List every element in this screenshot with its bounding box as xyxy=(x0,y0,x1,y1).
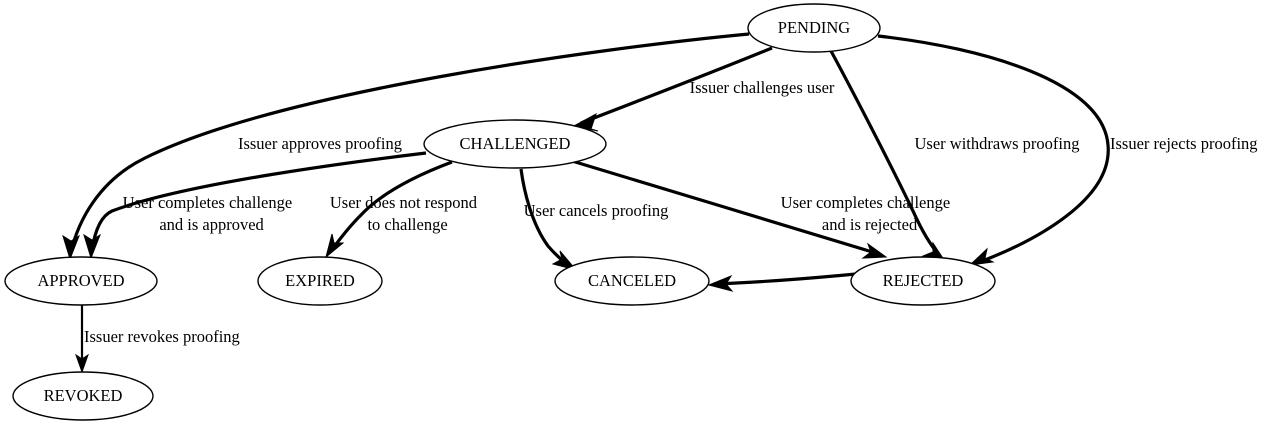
edge-challenged-to-expired[interactable] xyxy=(325,160,453,259)
node-label: CANCELED xyxy=(588,271,676,290)
node-ellipse xyxy=(554,256,710,306)
edge-label-issuer-rejects-proofing: Issuer rejects proofing xyxy=(1110,134,1258,153)
arrow-head-icon xyxy=(861,242,888,259)
edge-challenged-to-canceled[interactable] xyxy=(519,168,578,271)
node-rejected[interactable]: REJECTED xyxy=(850,256,996,306)
node-revoked[interactable]: REVOKED xyxy=(12,371,154,421)
edge-label-line: User completes challenge xyxy=(781,193,951,212)
node-label: PENDING xyxy=(778,18,850,37)
arrow-head-icon xyxy=(83,233,102,260)
edge-path xyxy=(580,46,773,125)
arrow-head-icon xyxy=(968,247,995,266)
edge-challenged-to-rejected[interactable] xyxy=(571,159,888,259)
edge-label-line: and is rejected xyxy=(822,215,918,234)
edge-label-line: to challenge xyxy=(367,215,447,234)
edge-pending-to-rejected[interactable] xyxy=(877,34,1110,266)
edge-label-line: User completes challenge xyxy=(123,193,293,212)
edge-label-user-withdraws-proofing: User withdraws proofing xyxy=(915,134,1080,153)
node-ellipse xyxy=(257,256,383,306)
edge-path xyxy=(571,159,880,256)
node-label: CHALLENGED xyxy=(460,134,571,153)
arrow-head-icon xyxy=(62,234,81,261)
node-ellipse xyxy=(850,256,996,306)
node-layer: PENDING CHALLENGED APPROVED EXPIRED CANC… xyxy=(4,3,996,421)
node-ellipse xyxy=(747,3,881,53)
node-label: EXPIRED xyxy=(285,271,355,290)
edge-path xyxy=(69,32,750,253)
edge-label-user-completes-challenge-approved: User completes challenge and is approved xyxy=(123,193,330,234)
edge-path xyxy=(829,50,943,259)
node-approved[interactable]: APPROVED xyxy=(4,256,158,306)
node-label: REVOKED xyxy=(44,386,123,405)
edge-label-issuer-revokes-proofing: Issuer revokes proofing xyxy=(84,327,240,346)
edge-approved-to-revoked[interactable] xyxy=(75,305,89,374)
edge-path xyxy=(877,34,1110,265)
node-challenged[interactable]: CHALLENGED xyxy=(423,119,607,169)
edge-label-line: User does not respond xyxy=(330,193,478,212)
node-ellipse xyxy=(423,119,607,169)
node-ellipse xyxy=(12,371,154,421)
node-pending[interactable]: PENDING xyxy=(747,3,881,53)
arrow-head-icon xyxy=(707,274,734,292)
edge-pending-to-approved[interactable] xyxy=(62,32,750,261)
edge-path xyxy=(90,151,427,251)
edge-label-user-does-not-respond: User does not respond to challenge xyxy=(330,193,514,234)
edge-path xyxy=(329,160,453,252)
node-ellipse xyxy=(4,256,158,306)
edge-label-user-cancels-proofing: User cancels proofing xyxy=(524,201,669,220)
node-label: APPROVED xyxy=(37,271,124,290)
edge-label-issuer-approves-proofing: Issuer approves proofing xyxy=(238,134,402,153)
arrow-head-icon xyxy=(325,233,345,259)
arrow-head-icon xyxy=(75,353,89,374)
edge-label-line: and is approved xyxy=(159,215,264,234)
node-canceled[interactable]: CANCELED xyxy=(554,256,710,306)
edge-label-user-completes-challenge-rejected: User completes challenge and is rejected xyxy=(781,193,988,234)
edge-challenged-to-approved[interactable] xyxy=(83,151,427,260)
edge-label-layer: Issuer challenges user Issuer approves p… xyxy=(84,78,1258,346)
node-expired[interactable]: EXPIRED xyxy=(257,256,383,306)
node-label: REJECTED xyxy=(883,271,964,290)
arrow-head-icon xyxy=(551,250,578,271)
edge-label-issuer-challenges-user: Issuer challenges user xyxy=(690,78,835,97)
